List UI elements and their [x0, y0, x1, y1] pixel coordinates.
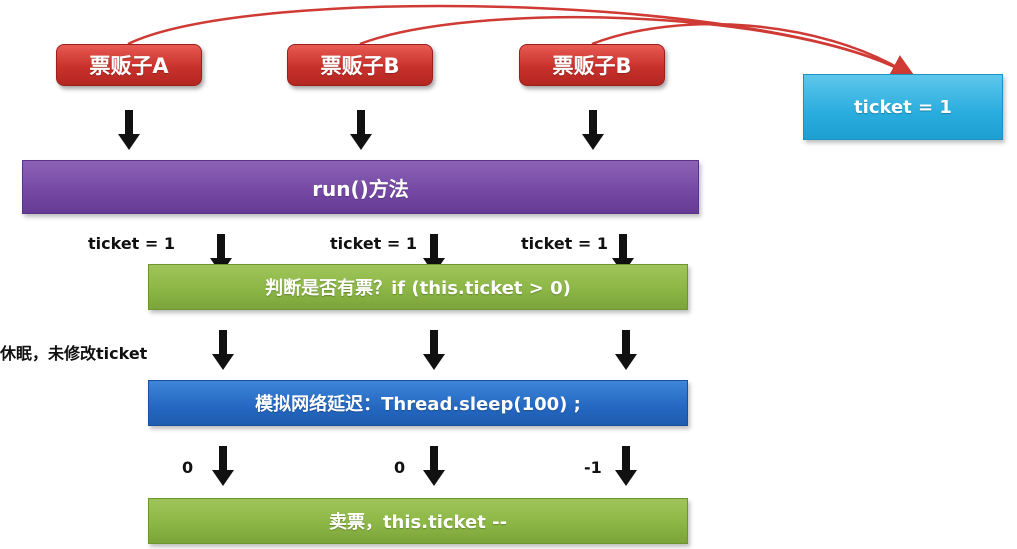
- seller-b-label: 票贩子B: [320, 54, 400, 78]
- down-arrow-icon: [212, 330, 234, 370]
- down-arrow-icon: [423, 330, 445, 370]
- network-delay-label: 模拟网络延迟：Thread.sleep(100) ;: [255, 394, 581, 415]
- ticket-value-a-before: ticket = 1: [88, 234, 176, 253]
- curved-arrow-icon: [127, 4, 917, 78]
- down-arrow-icon: [582, 110, 604, 150]
- down-arrow-icon: [350, 110, 372, 150]
- down-arrow-icon: [212, 446, 234, 486]
- run-method-bar: run()方法: [22, 160, 699, 214]
- seller-c-label: 票贩子B: [552, 54, 632, 78]
- ticket-check-bar: 判断是否有票？if (this.ticket > 0): [148, 264, 688, 310]
- seller-a-label: 票贩子A: [89, 54, 169, 78]
- shared-ticket-box: ticket = 1: [803, 74, 1003, 140]
- ticket-value-c-before: ticket = 1: [521, 234, 609, 253]
- run-method-label: run()方法: [312, 176, 409, 201]
- ticket-value-b-before: ticket = 1: [330, 234, 418, 253]
- ticket-value-b-after: 0: [394, 458, 406, 477]
- sleep-note: 休眠，未修改ticket: [0, 344, 148, 363]
- down-arrow-icon: [615, 330, 637, 370]
- network-delay-bar: 模拟网络延迟：Thread.sleep(100) ;: [148, 380, 688, 426]
- down-arrow-icon: [118, 110, 140, 150]
- sell-ticket-bar: 卖票，this.ticket --: [148, 498, 688, 544]
- sell-ticket-label: 卖票，this.ticket --: [328, 512, 508, 533]
- seller-b-box: 票贩子B: [287, 44, 433, 86]
- down-arrow-icon: [423, 446, 445, 486]
- ticket-value-c-after: -1: [584, 458, 602, 477]
- seller-c-box: 票贩子B: [519, 44, 665, 86]
- ticket-check-label: 判断是否有票？if (this.ticket > 0): [265, 278, 571, 299]
- ticket-value-a-after: 0: [182, 458, 194, 477]
- down-arrow-icon: [615, 446, 637, 486]
- seller-a-box: 票贩子A: [56, 44, 202, 86]
- shared-ticket-label: ticket = 1: [854, 96, 952, 118]
